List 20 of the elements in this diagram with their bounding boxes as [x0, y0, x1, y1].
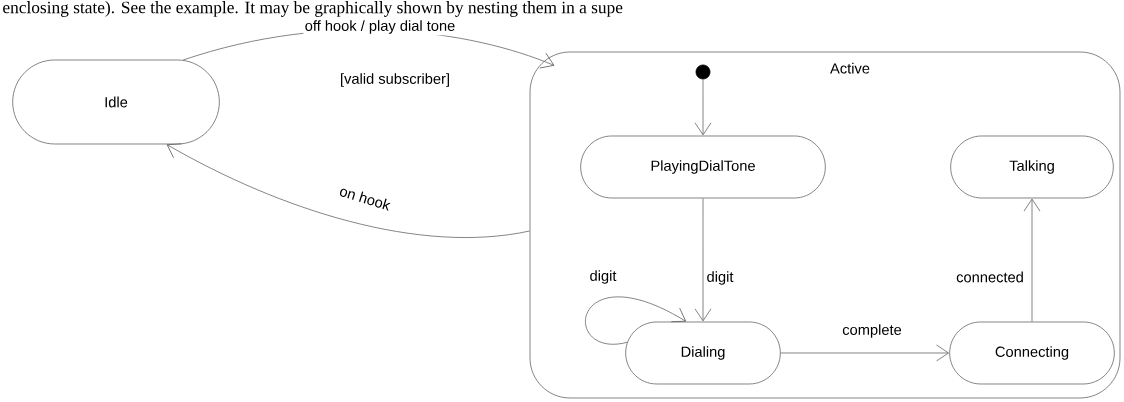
state-box: Idle: [12, 59, 220, 145]
edge-label: connected: [954, 270, 1026, 284]
transition-arrow: [585, 296, 687, 345]
edge-label: digit: [588, 268, 618, 286]
text-line: enclosing state). See the example. It may be graphically shown by nesting them in a supe: [3, 1, 623, 17]
guard-label: [valid subscriber]: [341, 73, 449, 87]
state-box: Talking: [950, 135, 1114, 199]
initial-state-dot: [695, 64, 711, 80]
edge-label: on hook: [336, 183, 394, 213]
transition-arrow: [780, 344, 949, 362]
edge-label: off hook / play dial tone: [303, 18, 457, 36]
edge-label: digit: [705, 269, 735, 287]
edge-label: complete: [840, 322, 904, 340]
transition-arrow: [166, 143, 530, 238]
state-box: Connecting: [949, 321, 1115, 385]
transition-arrow: [694, 198, 712, 322]
state-box: Dialing: [625, 321, 781, 385]
transition-arrow: [694, 79, 712, 136]
state-box: PlayingDialTone: [580, 135, 826, 199]
transition-arrow: [1023, 198, 1041, 322]
